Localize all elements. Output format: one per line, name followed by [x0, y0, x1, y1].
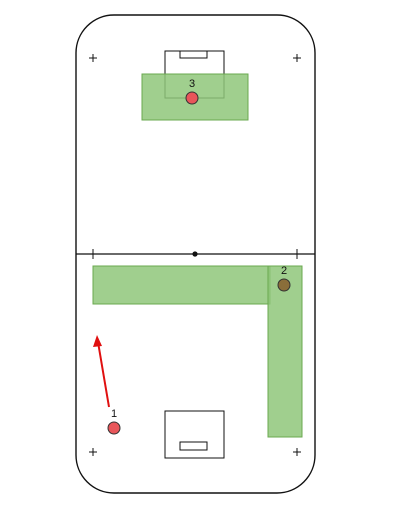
highlight-zone-horizontal[interactable] [92, 265, 271, 305]
player-label: 2 [281, 265, 287, 277]
plus-icon [293, 54, 301, 62]
plus-icon [89, 54, 97, 62]
highlight-zone-vertical[interactable] [267, 265, 303, 438]
player-2[interactable]: 2 [277, 265, 291, 292]
player-label: 3 [189, 78, 195, 90]
player-3[interactable]: 3 [185, 78, 199, 105]
plus-icon [89, 448, 97, 456]
player-marker[interactable] [107, 421, 121, 435]
movement-arrow-icon[interactable] [93, 335, 110, 408]
center-spot [192, 251, 198, 257]
top-goal [179, 50, 208, 59]
player-label: 1 [111, 408, 117, 420]
plus-icon [293, 448, 301, 456]
player-marker[interactable] [277, 278, 291, 292]
player-1[interactable]: 1 [107, 408, 121, 435]
player-marker[interactable] [185, 91, 199, 105]
bottom-penalty-box [164, 410, 225, 459]
bottom-goal [179, 441, 208, 451]
